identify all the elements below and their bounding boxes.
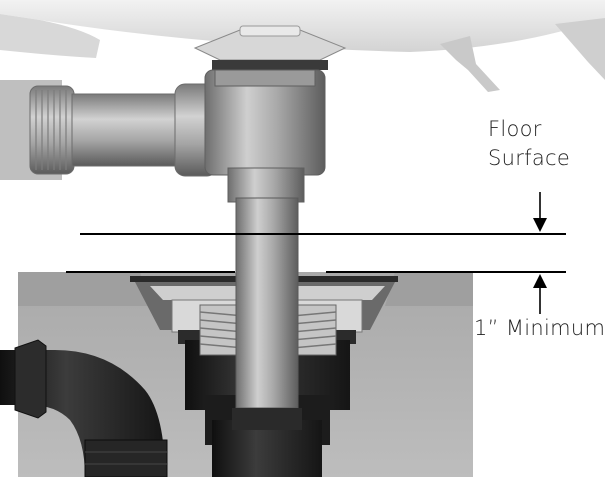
- tee-fitting: [204, 69, 326, 203]
- dimension-lines: [66, 192, 566, 314]
- tub-basin: [0, 0, 605, 92]
- floor-surface-label-line2: Surface: [488, 146, 571, 170]
- minimum-dimension-label: 1” Minimum: [474, 316, 605, 340]
- drain-flange: [193, 25, 347, 70]
- arrow-up-icon: [533, 274, 547, 288]
- overflow-pipe: [0, 80, 218, 180]
- tailpiece-pipe: [232, 197, 302, 430]
- floor-surface-label-line1: Floor: [488, 117, 542, 141]
- drain-trap: [0, 339, 168, 477]
- arrow-down-icon: [533, 218, 547, 232]
